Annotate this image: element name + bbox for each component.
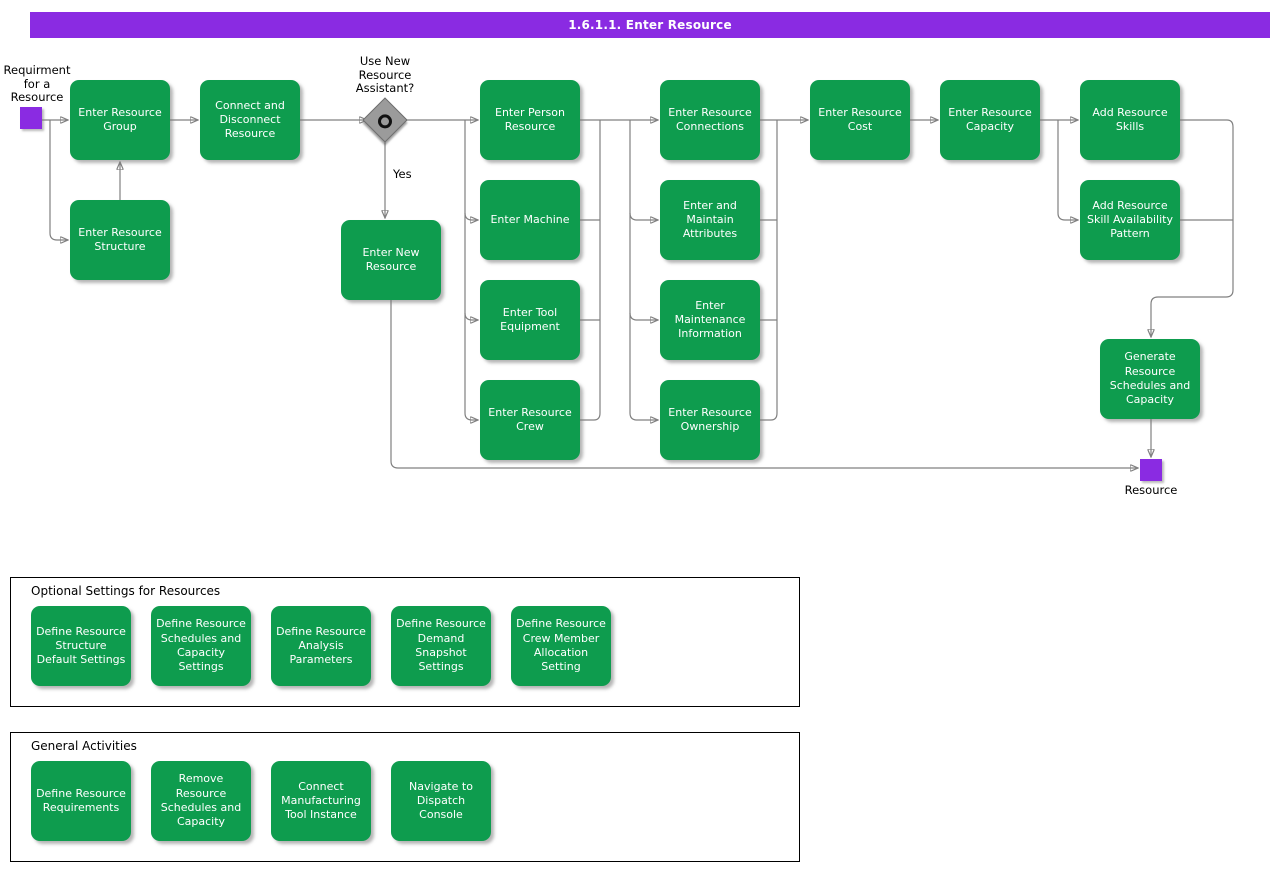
decision-label: Use New Resource Assistant? [355, 54, 415, 96]
diagram-title: 1.6.1.1. Enter Resource [30, 12, 1270, 38]
node-define-resource-schedules-and-capacity-settings[interactable]: Define Resource Schedules and Capacity S… [151, 606, 251, 686]
section-optional-settings: Optional Settings for Resources Define R… [10, 577, 800, 707]
node-navigate-to-dispatch-console[interactable]: Navigate to Dispatch Console [391, 761, 491, 841]
node-enter-and-maintain-attributes[interactable]: Enter and Maintain Attributes [660, 180, 760, 260]
end-event-square [1140, 459, 1162, 481]
node-enter-resource-ownership[interactable]: Enter Resource Ownership [660, 380, 760, 460]
node-define-resource-analysis-parameters[interactable]: Define Resource Analysis Parameters [271, 606, 371, 686]
node-generate-resource-schedules-and-capacity[interactable]: Generate Resource Schedules and Capacity [1100, 339, 1200, 419]
node-enter-resource-connections[interactable]: Enter Resource Connections [660, 80, 760, 160]
node-define-resource-crew-member-allocation-setting[interactable]: Define Resource Crew Member Allocation S… [511, 606, 611, 686]
node-define-resource-requirements[interactable]: Define Resource Requirements [31, 761, 131, 841]
node-connect-and-disconnect-resource[interactable]: Connect and Disconnect Resource [200, 80, 300, 160]
node-add-resource-skills[interactable]: Add Resource Skills [1080, 80, 1180, 160]
node-connect-manufacturing-tool-instance[interactable]: Connect Manufacturing Tool Instance [271, 761, 371, 841]
node-enter-resource-crew[interactable]: Enter Resource Crew [480, 380, 580, 460]
node-remove-resource-schedules-and-capacity[interactable]: Remove Resource Schedules and Capacity [151, 761, 251, 841]
node-enter-resource-cost[interactable]: Enter Resource Cost [810, 80, 910, 160]
section-optional-settings-title: Optional Settings for Resources [31, 584, 221, 598]
node-enter-resource-group[interactable]: Enter Resource Group [70, 80, 170, 160]
section-general-activities: General Activities Define Resource Requi… [10, 732, 800, 862]
end-event-label: Resource [1124, 483, 1178, 497]
node-enter-new-resource[interactable]: Enter New Resource [341, 220, 441, 300]
node-add-resource-skill-availability-pattern[interactable]: Add Resource Skill Availability Pattern [1080, 180, 1180, 260]
node-enter-tool-equipment[interactable]: Enter Tool Equipment [480, 280, 580, 360]
node-enter-maintenance-information[interactable]: Enter Maintenance Information [660, 280, 760, 360]
yes-branch-label: Yes [393, 167, 412, 181]
start-event-label: Requirment for a Resource [3, 63, 71, 105]
node-enter-resource-structure[interactable]: Enter Resource Structure [70, 200, 170, 280]
node-enter-machine[interactable]: Enter Machine [480, 180, 580, 260]
decision-gateway-icon [375, 111, 395, 132]
section-general-activities-title: General Activities [31, 739, 137, 753]
node-define-resource-structure-default-settings[interactable]: Define Resource Structure Default Settin… [31, 606, 131, 686]
node-enter-person-resource[interactable]: Enter Person Resource [480, 80, 580, 160]
node-define-resource-demand-snapshot-settings[interactable]: Define Resource Demand Snapshot Settings [391, 606, 491, 686]
decision-diamond [362, 97, 408, 143]
node-enter-resource-capacity[interactable]: Enter Resource Capacity [940, 80, 1040, 160]
start-event-square [20, 107, 42, 129]
